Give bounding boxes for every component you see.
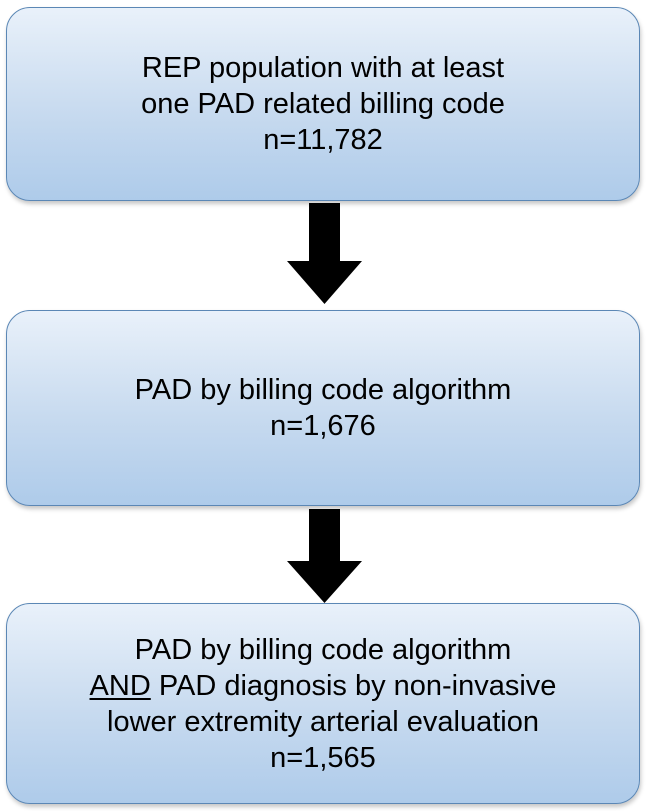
box2-count: n=1,676 [270,410,376,442]
box1-line1: REP population with at least [141,52,505,84]
box2-line1: PAD by billing code algorithm [134,374,512,406]
box3-line1: PAD by billing code algorithm [134,633,512,666]
flow-box-billing-algorithm: PAD by billing code algorithm n=1,676 [6,310,640,506]
down-arrow-icon [287,203,362,304]
box1-count: n=11,782 [263,124,383,156]
down-arrow-icon [287,509,362,603]
box3-line3: lower extremity arterial evaluation [107,705,539,738]
box3-line2-rest: PAD diagnosis by non-invasive [150,669,557,702]
box3-count: n=1,565 [270,741,376,774]
flow-box-rep-population: REP population with at least one PAD rel… [6,7,640,201]
and-underlined: AND [89,669,151,702]
box1-line2: one PAD related billing code [141,88,505,120]
flow-box-combined-diagnosis: PAD by billing code algorithm AND PAD di… [6,603,640,804]
box3-line2: AND PAD diagnosis by non-invasive [90,668,557,704]
